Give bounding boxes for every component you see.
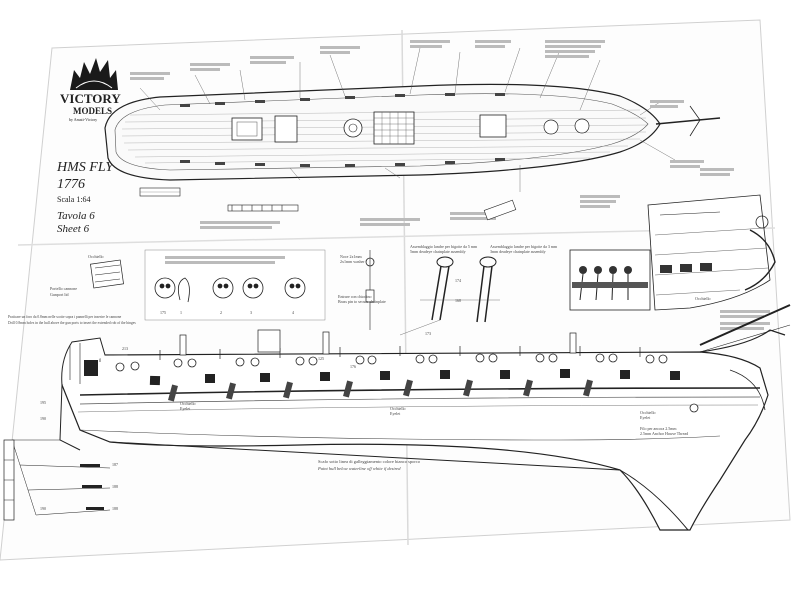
bowsprit-top bbox=[655, 117, 721, 125]
eyelet-label: Eyelet bbox=[390, 411, 401, 416]
stern-gallery bbox=[61, 337, 106, 386]
part-number: 187 bbox=[112, 462, 118, 467]
part-number: 188 bbox=[112, 506, 118, 511]
eyelet-label: Eyelet bbox=[640, 415, 651, 420]
logo-text-models: MODELS bbox=[73, 106, 112, 116]
part-number: 190 bbox=[40, 416, 46, 421]
part-number: 3 bbox=[250, 310, 252, 315]
part-number: 174 bbox=[455, 278, 461, 283]
gunport-hinge-details: 175 1 2 3 4 bbox=[144, 249, 326, 321]
chainplate-details: Noce 2x1mm 2x1mm washer Entrare con chio… bbox=[338, 244, 558, 336]
sheet-title: HMS FLY bbox=[56, 160, 115, 175]
logo-tagline: by Amati-Victory bbox=[69, 117, 97, 122]
anchor-hawse-hole bbox=[689, 403, 699, 413]
chainplate-3mm-label-en: 3mm deadeye chainplate assembly bbox=[490, 249, 546, 254]
deadeyes-row bbox=[115, 353, 668, 372]
part-number: 125 bbox=[318, 356, 324, 361]
bow-eyelet-label: Occhiello bbox=[695, 296, 711, 301]
logo-emblem-icon bbox=[70, 58, 118, 90]
part-number: 190 bbox=[40, 506, 46, 511]
gunport-lid-label-en: Gunport lid bbox=[50, 292, 69, 297]
logo-text-victory: VICTORY bbox=[60, 91, 121, 106]
part-number: 173 bbox=[425, 331, 431, 336]
part-number: 2 bbox=[220, 310, 222, 315]
victory-models-logo: VICTORY MODELS by Amati-Victory bbox=[60, 58, 121, 122]
deck-plan-notes bbox=[130, 40, 734, 229]
sheet-table-it: Tavola 6 bbox=[57, 210, 95, 222]
gunport-lid-detail: Portello cannone Gunport lid Occhiello P… bbox=[8, 254, 136, 325]
gunport-lid-label-it: Portello cannone bbox=[50, 286, 77, 291]
drill-note-en: Drill 0.8mm holes in the hull above the … bbox=[8, 321, 136, 325]
part-number: 176 bbox=[350, 364, 356, 369]
drill-note-it: Praticare un foro da 0.8mm nelle scotte … bbox=[8, 315, 122, 319]
chainplate-5mm-label-en: 5mm deadeye chainplate assembly bbox=[410, 249, 466, 254]
part-number: 4 bbox=[292, 310, 294, 315]
part-number: 195 bbox=[40, 400, 46, 405]
part-number: 213 bbox=[122, 346, 128, 351]
sheet-year: 1776 bbox=[57, 177, 85, 192]
waterline-note-it: Scafo sotto linea di galleggiamento colo… bbox=[318, 459, 421, 464]
eyelet-label: Occhiello bbox=[390, 406, 406, 411]
eyelet-label: Eyelet bbox=[180, 406, 191, 411]
windlass bbox=[543, 119, 559, 135]
washer-label-en: 2x1mm washer bbox=[340, 259, 365, 264]
mizzen-mast-stub bbox=[179, 334, 187, 356]
capstan bbox=[343, 118, 363, 138]
hull-side-elevation: 213 195 125 176 190 187 188 188 190 Occh… bbox=[11, 304, 791, 531]
hatch-2 bbox=[274, 115, 298, 143]
hatch-aft bbox=[231, 117, 263, 141]
rudder-detail bbox=[3, 439, 15, 521]
washer-label-it: Noce 2x1mm bbox=[340, 254, 363, 259]
waterline-note-en: Paint hull below waterline off white if … bbox=[317, 466, 401, 471]
anchor-thread-label-en: 2.5mm Anchor Hawse Thread bbox=[640, 431, 688, 436]
sheet-scale: Scala 1:64 bbox=[57, 195, 91, 204]
fore-hatch bbox=[479, 114, 507, 138]
waterline bbox=[79, 429, 721, 441]
part-number: 1 bbox=[180, 310, 182, 315]
horizontal-fold-line bbox=[17, 227, 776, 246]
bowsprit-side bbox=[699, 304, 791, 346]
pin-label-it: Entrare con chiodino bbox=[338, 294, 372, 299]
gunports-row bbox=[149, 369, 680, 386]
chainplate-3mm-label-it: Assemblaggio landre per bigotte da 3 mm bbox=[490, 244, 558, 249]
part-details-top bbox=[139, 187, 517, 221]
main-hatch-grating bbox=[373, 111, 415, 145]
part-number: 175 bbox=[160, 310, 166, 315]
main-mast-stub bbox=[322, 331, 330, 355]
part-number: 188 bbox=[112, 484, 118, 489]
chainplate-5mm-label-it: Assemblaggio landre per bigotte da 5 mm bbox=[410, 244, 478, 249]
deck-plan-top-view bbox=[104, 40, 734, 229]
eyelet-label: Occhiello bbox=[640, 410, 656, 415]
eyelet-label: Occhiello bbox=[88, 254, 104, 259]
sheet-table-en: Sheet 6 bbox=[57, 223, 90, 235]
hull-outline bbox=[61, 351, 769, 531]
chainplate-inset bbox=[569, 249, 651, 311]
fore-mast-stub bbox=[569, 332, 577, 354]
eyelet-label: Occhiello bbox=[180, 401, 196, 406]
part-number: 168 bbox=[455, 298, 461, 303]
pin-label-en: Brass pin to secure chainplate bbox=[338, 299, 386, 304]
anchor-thread-label-it: Filo per ancora 2.5mm bbox=[640, 426, 677, 431]
bow-figurehead-view: Occhiello bbox=[647, 194, 776, 330]
